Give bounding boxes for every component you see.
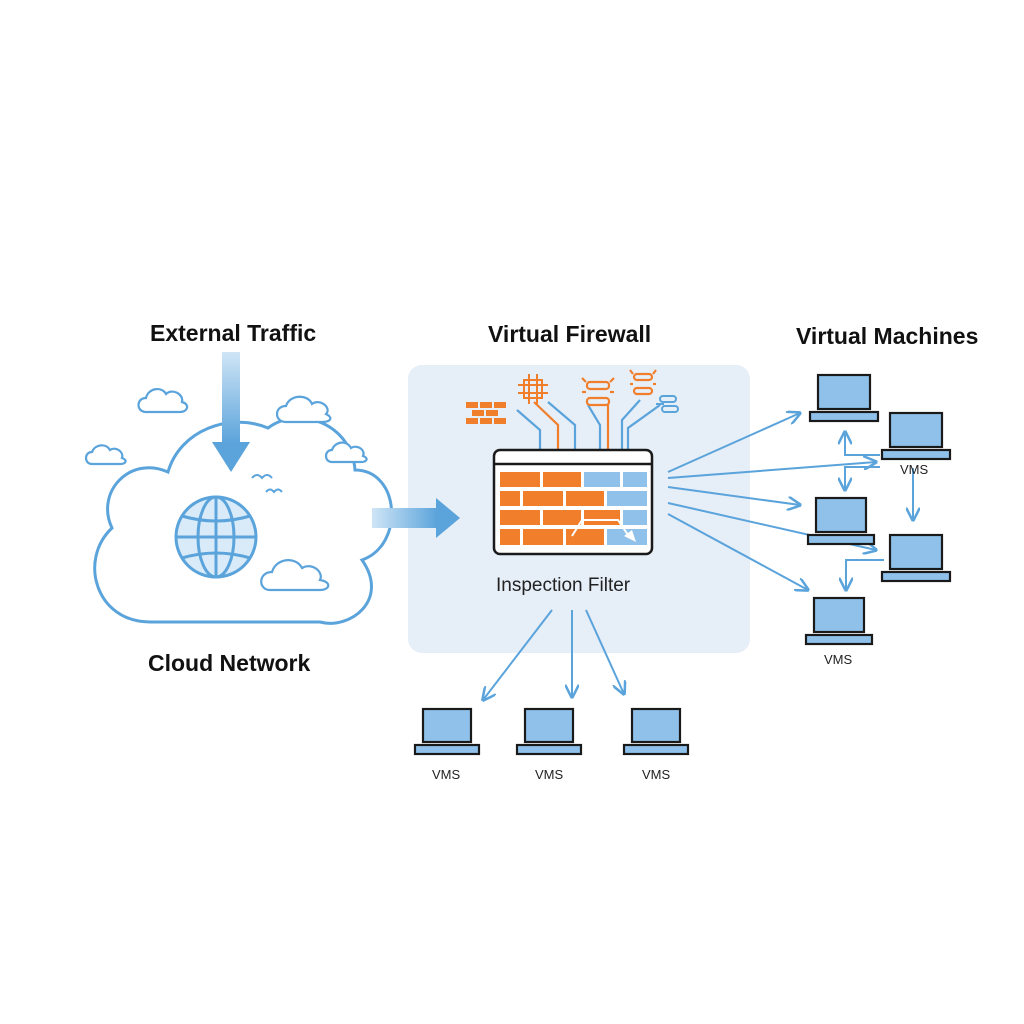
vm-2	[880, 411, 952, 461]
cloud-to-firewall-arrow	[372, 498, 460, 538]
vm-monitor-icon	[413, 373, 952, 756]
chip-icon	[518, 374, 548, 404]
vm-3	[806, 496, 876, 546]
virtual-firewall-title: Virtual Firewall	[488, 321, 652, 347]
vm-7	[515, 707, 583, 756]
vm-4	[880, 533, 952, 583]
vm-label: VMS	[642, 767, 671, 782]
vm-5	[804, 596, 874, 646]
vm-8	[622, 707, 690, 756]
firewall-input-lines	[516, 399, 661, 450]
vm-label: VMS	[535, 767, 564, 782]
small-cloud-icon	[84, 388, 368, 592]
filter-rule-icon-2	[629, 369, 657, 396]
vm-label: VMS	[900, 462, 929, 477]
cloud-network-title: Cloud Network	[148, 650, 311, 676]
external-traffic-arrow	[212, 352, 250, 472]
firewall-window	[492, 448, 654, 556]
vm-1	[808, 373, 880, 423]
vm-label: VMS	[824, 652, 853, 667]
external-traffic-title: External Traffic	[150, 320, 317, 346]
virtual-machines-title: Virtual Machines	[796, 323, 979, 349]
bird-icon	[251, 474, 283, 494]
vm-6	[413, 707, 481, 756]
inspection-filter-label: Inspection Filter	[496, 575, 631, 596]
link-icon	[656, 395, 679, 413]
filter-rule-icon	[581, 377, 615, 407]
vm-label: VMS	[432, 767, 461, 782]
brick-mini-icon	[466, 402, 506, 424]
globe-icon	[174, 495, 258, 579]
